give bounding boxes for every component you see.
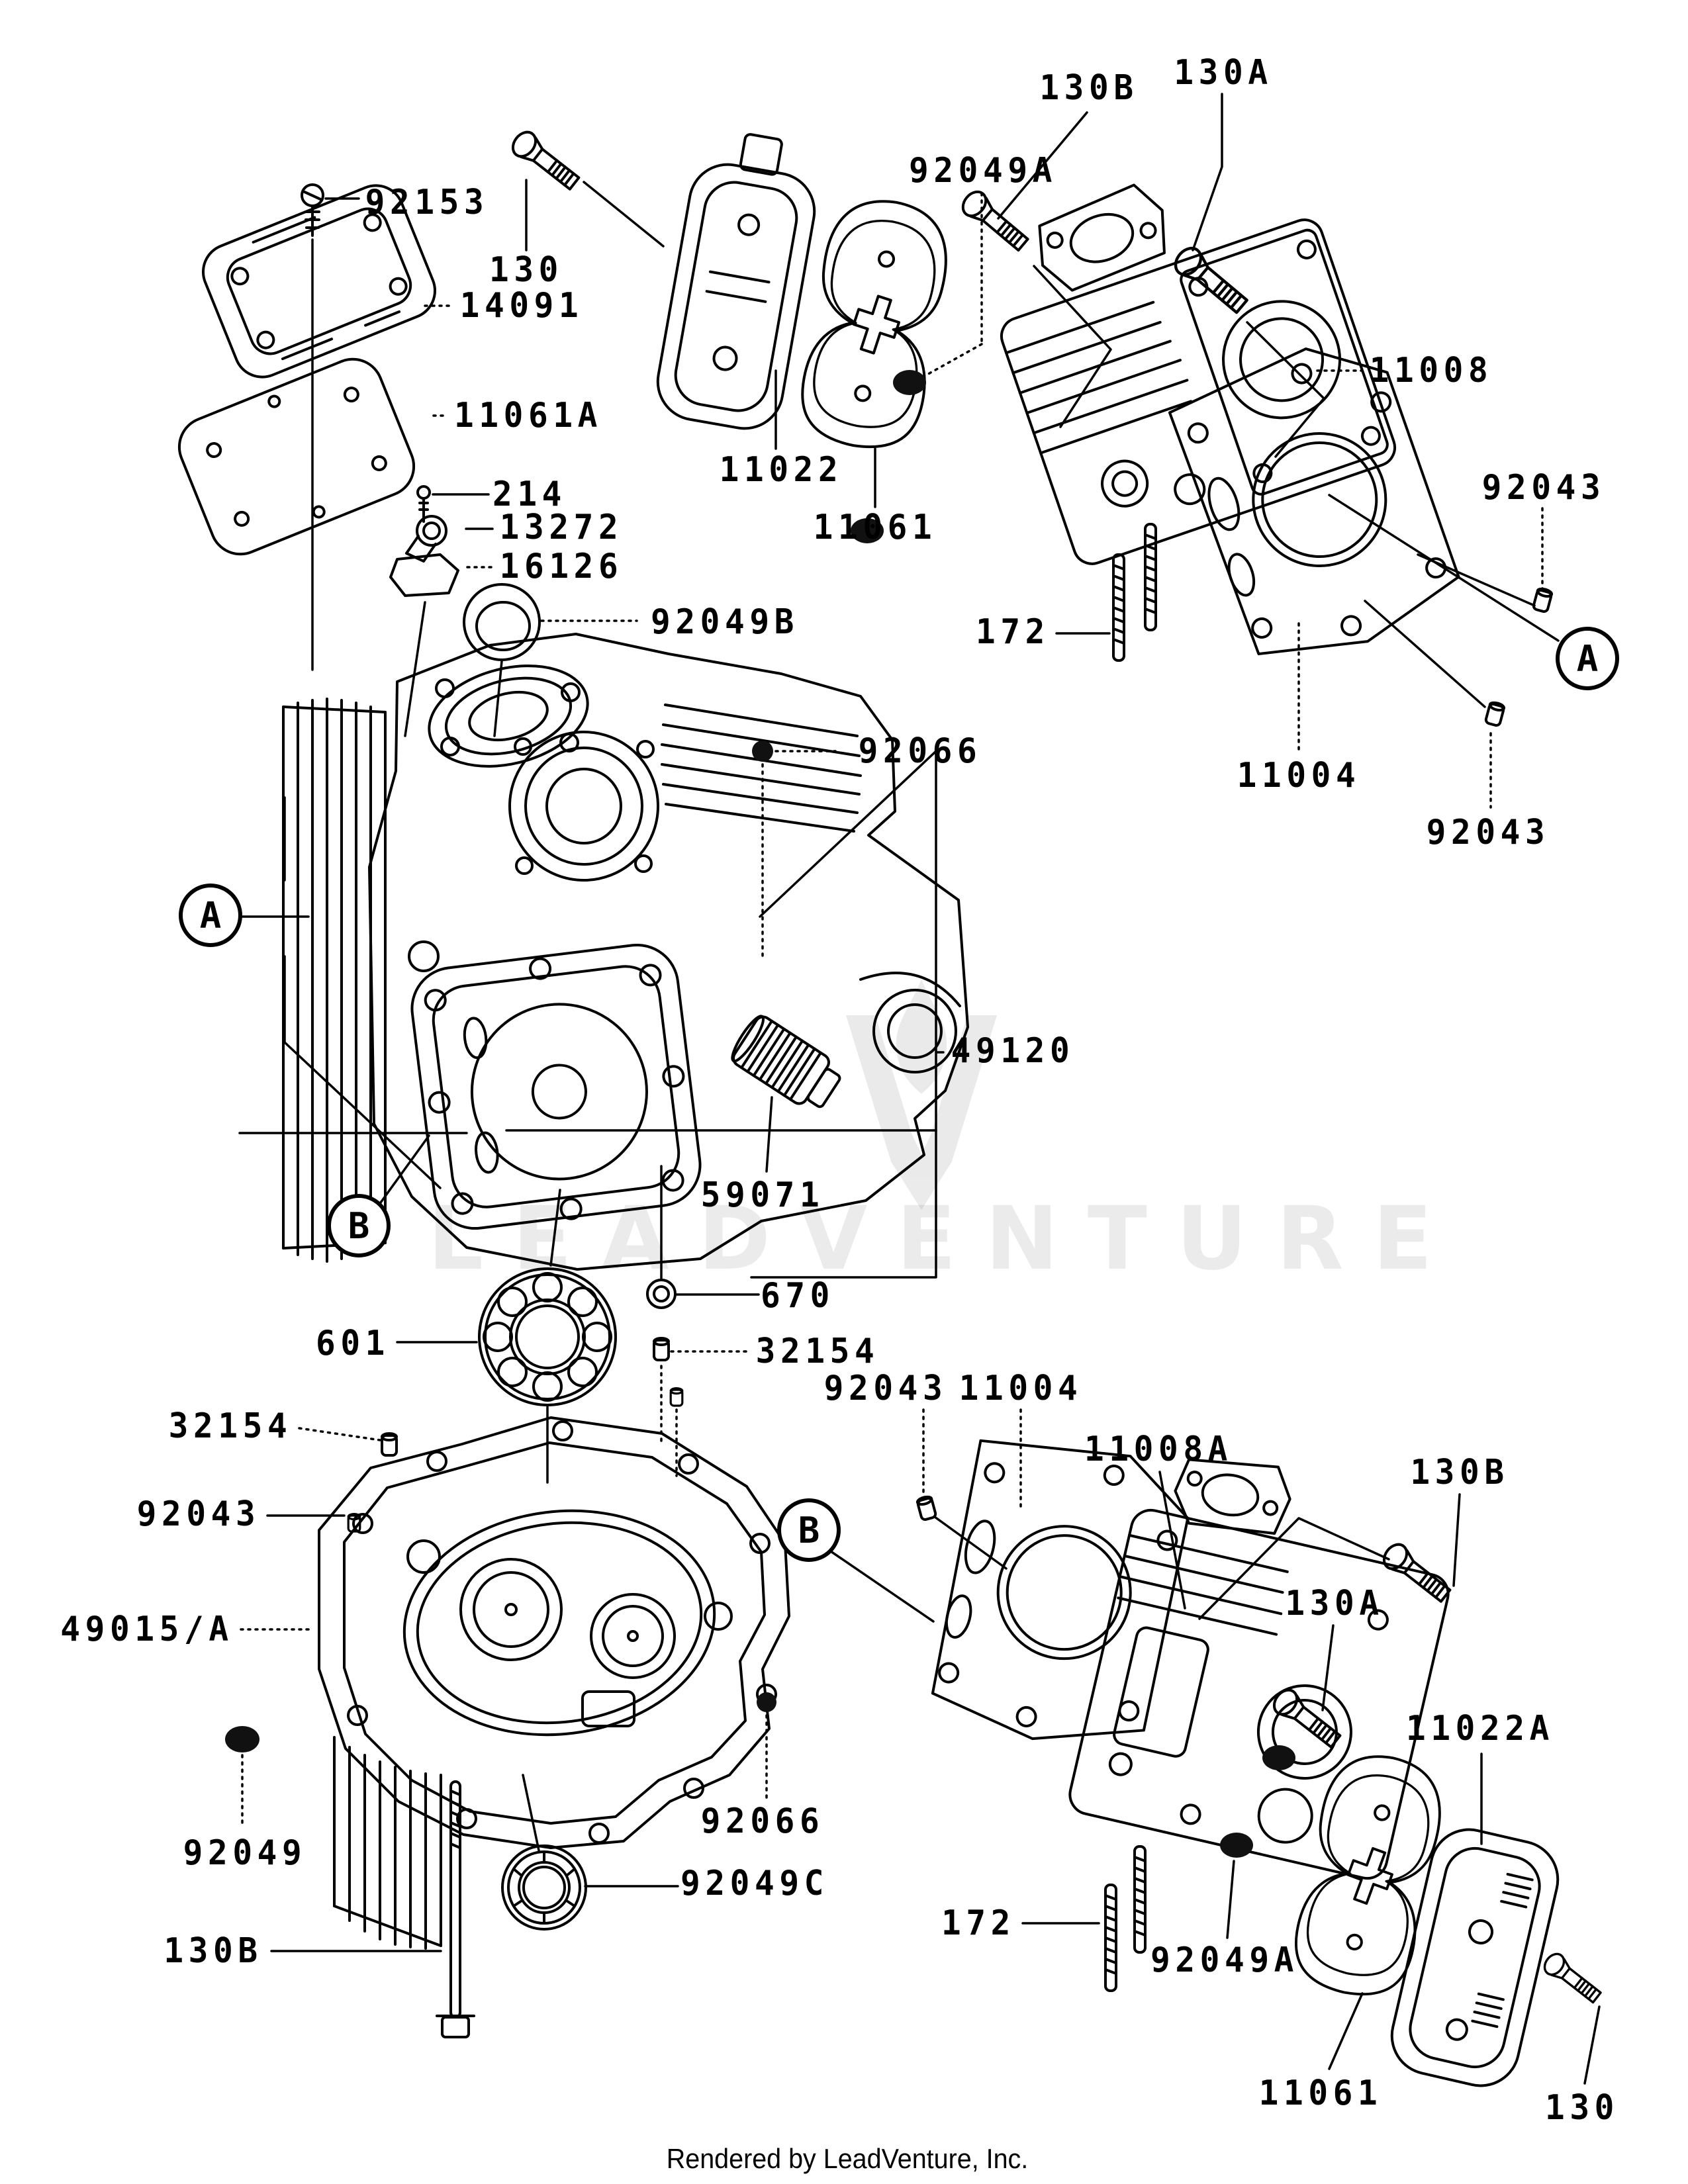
part-label-92049C[interactable]: 92049C	[680, 1864, 829, 1903]
part-label-92066-top[interactable]: 92066	[858, 731, 982, 771]
part-label-130B-top[interactable]: 130B	[1039, 68, 1139, 108]
part-label-32154-left[interactable]: 32154	[168, 1406, 293, 1446]
part-label-172-top[interactable]: 172	[975, 612, 1051, 652]
leadventure-flame-icon	[846, 979, 997, 1210]
render-credit-text: Rendered by LeadVenture, Inc.	[666, 2143, 1029, 2174]
part-label-16126[interactable]: 16126	[499, 547, 624, 586]
part-label-49015A[interactable]: 49015/A	[60, 1610, 234, 1649]
part-label-130A-top[interactable]: 130A	[1174, 53, 1273, 93]
part-label-92049B[interactable]: 92049B	[650, 602, 800, 642]
callout-a-0: A	[179, 884, 242, 947]
part-label-92043-left[interactable]: 92043	[136, 1494, 261, 1534]
part-label-130A-right[interactable]: 130A	[1285, 1584, 1384, 1623]
part-label-92043-pair[interactable]: 92043	[823, 1369, 948, 1408]
part-label-32154-right[interactable]: 32154	[755, 1332, 880, 1371]
part-label-11061-bottom[interactable]: 11061	[1258, 2073, 1383, 2113]
part-label-92066-bottom[interactable]: 92066	[700, 1801, 825, 1841]
part-label-92043-right-lower[interactable]: 92043	[1426, 813, 1550, 852]
part-label-11022[interactable]: 11022	[719, 450, 843, 490]
part-label-130B-bottom-left[interactable]: 130B	[164, 1931, 263, 1971]
callout-b-1: B	[327, 1194, 391, 1257]
part-label-11004-top[interactable]: 11004	[1237, 756, 1361, 796]
part-label-601[interactable]: 601	[315, 1324, 391, 1363]
part-label-14091[interactable]: 14091	[459, 286, 584, 326]
part-label-11008[interactable]: 11008	[1369, 351, 1493, 390]
part-label-92049A-top[interactable]: 92049A	[908, 151, 1058, 191]
part-label-11008A[interactable]: 11008A	[1084, 1430, 1233, 1469]
part-label-130-bottom[interactable]: 130	[1544, 2088, 1620, 2128]
callout-a-2: A	[1556, 627, 1619, 690]
part-label-92043-right-upper[interactable]: 92043	[1481, 468, 1606, 508]
part-label-59071[interactable]: 59071	[700, 1175, 825, 1215]
part-label-172-bottom[interactable]: 172	[941, 1903, 1016, 1943]
part-label-11022A[interactable]: 11022A	[1405, 1709, 1555, 1749]
part-label-49120[interactable]: 49120	[951, 1031, 1075, 1071]
part-label-130B-right[interactable]: 130B	[1410, 1453, 1509, 1492]
part-label-11061A[interactable]: 11061A	[453, 396, 603, 435]
part-label-11061-top[interactable]: 11061	[813, 508, 937, 547]
part-label-92049A-bottom[interactable]: 92049A	[1150, 1940, 1299, 1980]
part-label-11004-bottom[interactable]: 11004	[959, 1369, 1083, 1408]
part-label-92153[interactable]: 92153	[365, 183, 489, 222]
part-label-214[interactable]: 214	[492, 475, 567, 514]
part-label-92049-left[interactable]: 92049	[183, 1833, 307, 1873]
part-label-130-top[interactable]: 130	[489, 250, 564, 290]
leadventure-watermark-text: LEADVENTURE	[428, 1188, 1462, 1290]
part-label-13272[interactable]: 13272	[499, 508, 624, 547]
part-label-670[interactable]: 670	[760, 1276, 835, 1316]
callout-b-3: B	[777, 1498, 841, 1562]
